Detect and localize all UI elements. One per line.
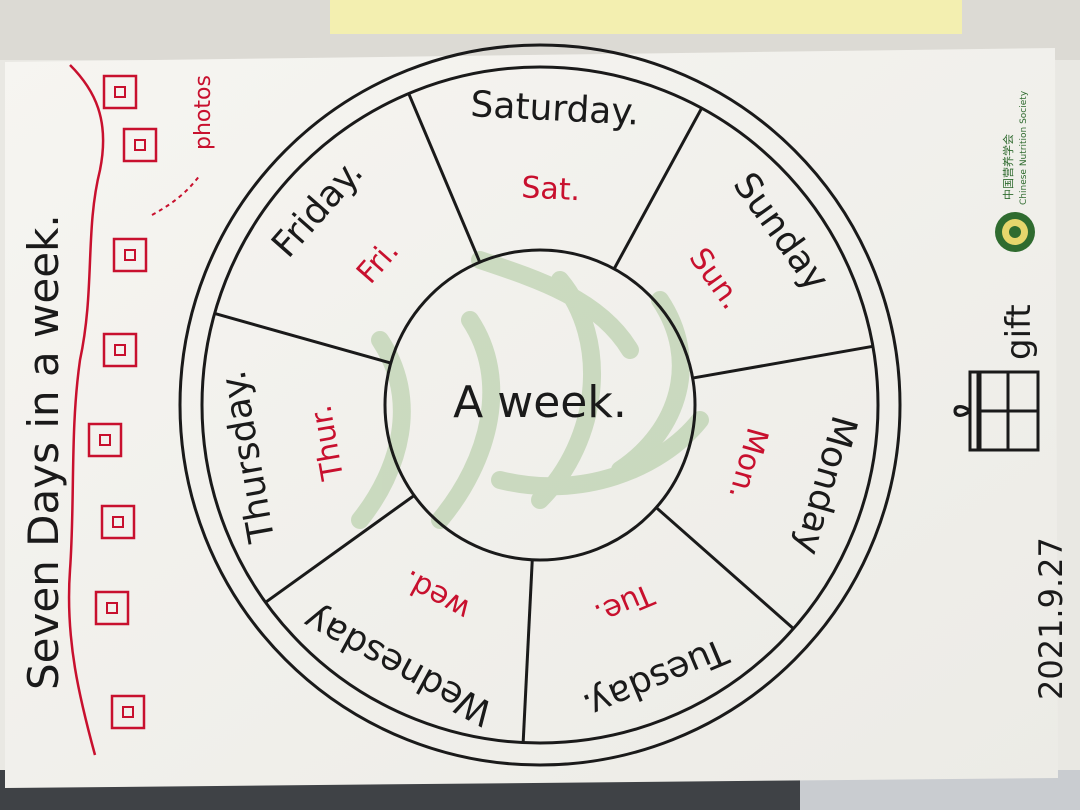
photo-frame-icon xyxy=(102,332,138,368)
photo-frame-inner xyxy=(134,139,146,151)
outer-circle xyxy=(178,43,902,767)
photo-frame-icon xyxy=(110,694,146,730)
photos-label: photos xyxy=(191,75,216,150)
segment-divider xyxy=(407,92,482,263)
segment-divider xyxy=(214,312,392,365)
center-label: A week. xyxy=(453,377,627,428)
inner-circle xyxy=(383,248,697,562)
segment-divider xyxy=(612,107,703,270)
watermark-stroke xyxy=(431,311,501,529)
second-circle xyxy=(200,65,880,745)
gift-label: gift xyxy=(999,304,1039,360)
photo-frame-inner xyxy=(114,344,126,356)
photo-frame-inner xyxy=(124,249,136,261)
segment-divider xyxy=(692,344,874,380)
date-text: 2021.9.27 xyxy=(1032,537,1070,700)
gift-icon xyxy=(953,370,1040,452)
photos-dotted-pointer xyxy=(151,174,201,216)
segment-divider xyxy=(264,494,416,604)
photo-frame-icon xyxy=(102,74,138,110)
photo-frame-inner xyxy=(99,434,111,446)
paper-sheet xyxy=(5,48,1058,788)
photo-frame-icon xyxy=(94,590,130,626)
segment-divider xyxy=(655,506,795,630)
nutrition-society-logo: 中国营养学会 Chinese Nutrition Society xyxy=(995,90,1035,252)
photo-frame-inner xyxy=(122,706,134,718)
watermark-stroke xyxy=(471,251,639,359)
string-line xyxy=(67,64,105,756)
watermark-stroke xyxy=(531,271,601,509)
photo-frame-inner xyxy=(106,602,118,614)
photo-frame-inner xyxy=(114,86,126,98)
day-abbr-label: Sat. xyxy=(521,170,581,208)
watermark-stroke xyxy=(491,411,709,496)
photo-string xyxy=(67,64,158,756)
day-full-label: Saturday. xyxy=(470,84,640,133)
photo-frame-inner xyxy=(112,516,124,528)
photo-frame-icon xyxy=(122,127,158,163)
photo-frame-icon xyxy=(112,237,148,273)
logo-en-text: Chinese Nutrition Society xyxy=(1019,90,1029,205)
photo-frame-icon xyxy=(87,422,123,458)
photo-frame-icon xyxy=(100,504,136,540)
title-text: Seven Days in a week. xyxy=(19,214,68,690)
logo-cn-text: 中国营养学会 xyxy=(1001,134,1015,200)
sticky-note xyxy=(330,0,962,34)
segment-divider xyxy=(521,559,534,743)
